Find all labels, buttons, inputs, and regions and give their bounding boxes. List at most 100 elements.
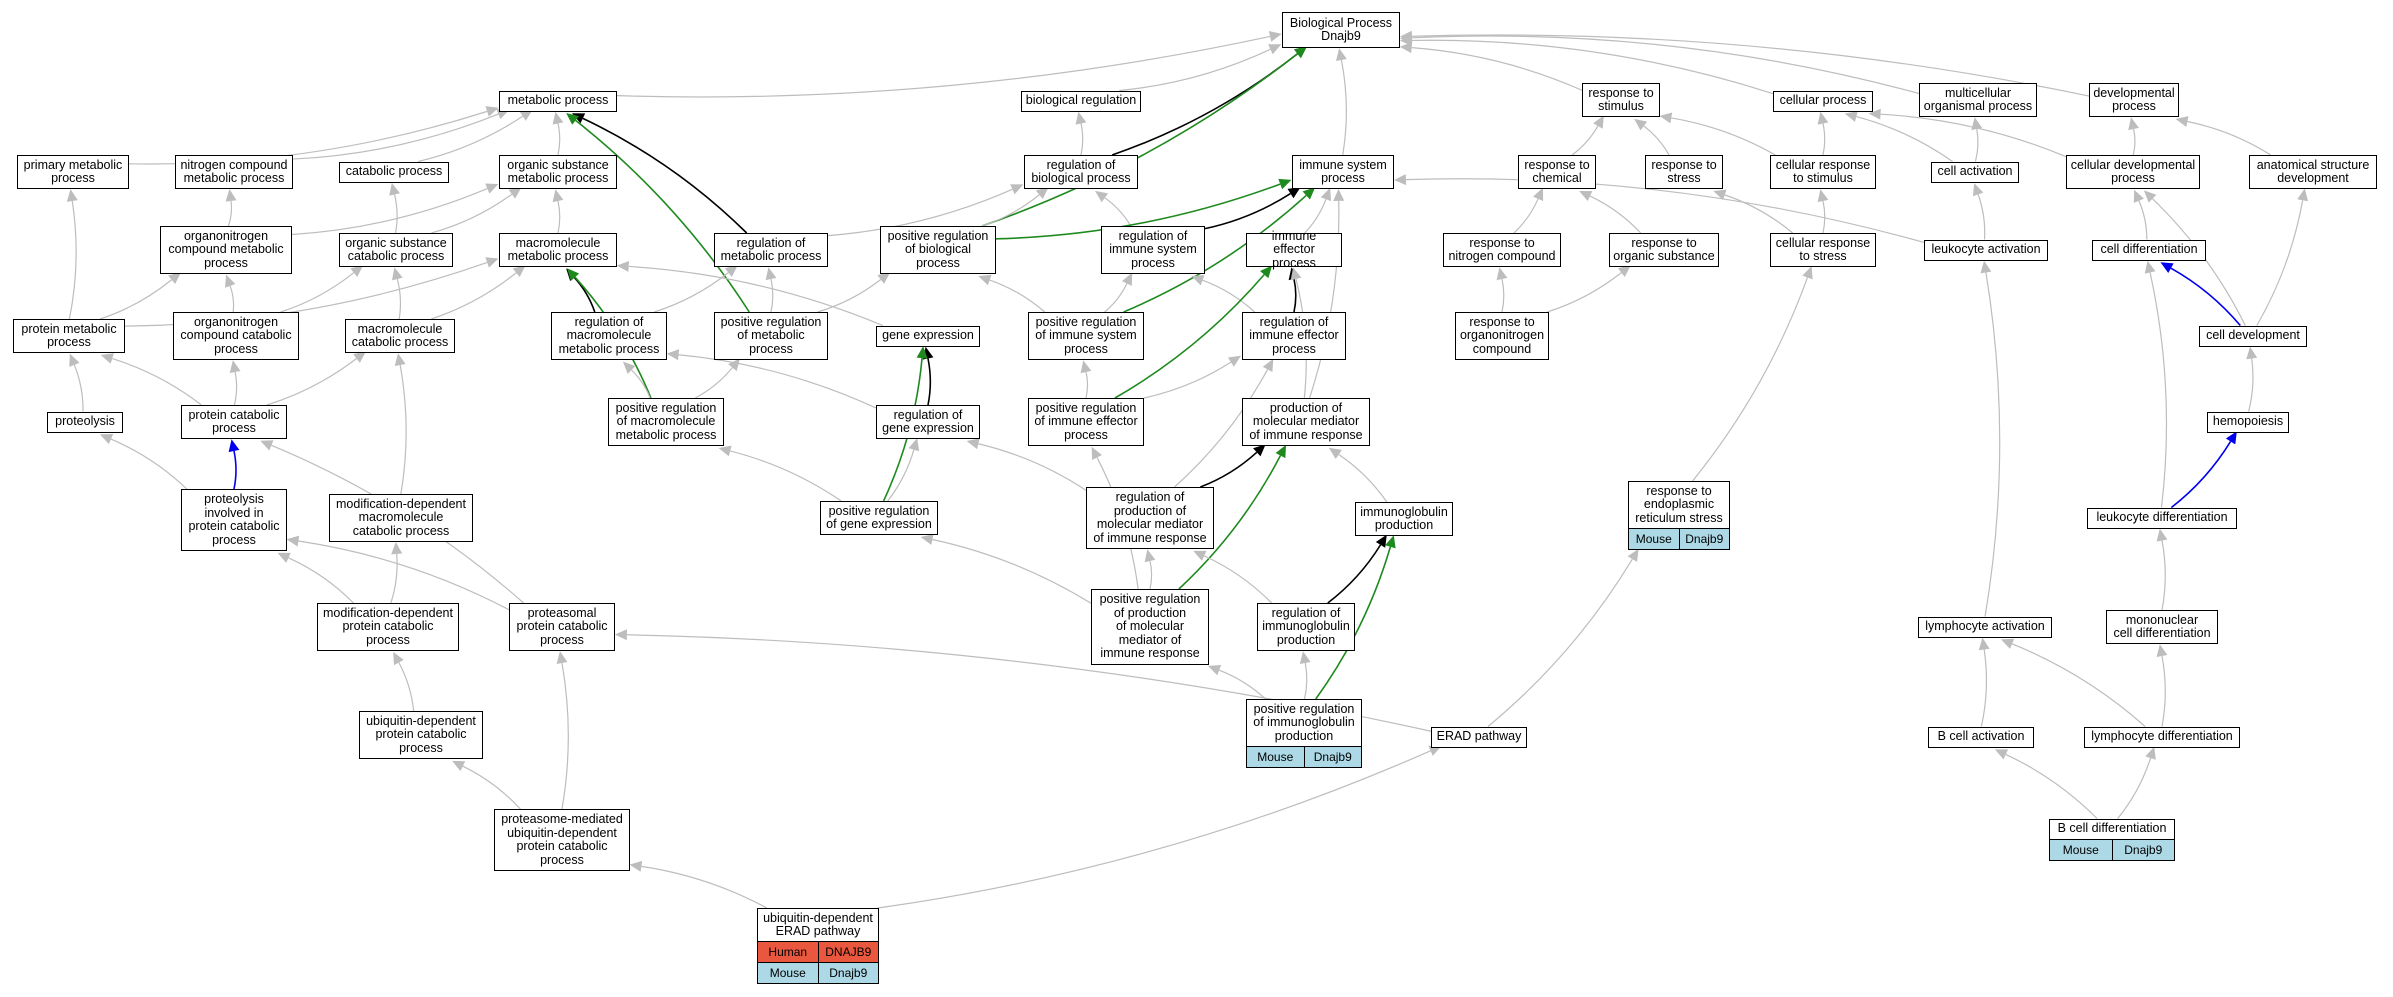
go-term-regulation-of-immune-system-process[interactable]: regulation of immune system process [1101, 226, 1205, 274]
edge-arrowhead [286, 535, 300, 547]
go-term-b-cell-activation[interactable]: B cell activation [1928, 726, 2034, 748]
go-term-immune-system-process[interactable]: immune system process [1292, 155, 1394, 189]
edge-is-a [431, 272, 517, 320]
edge-is-a [631, 369, 651, 399]
edge-arrowhead [916, 346, 928, 359]
go-term-developmental-process[interactable]: developmental process [2089, 83, 2179, 117]
edge-is-a [557, 200, 561, 234]
go-term-immune-effector-process[interactable]: immune effector process [1246, 229, 1342, 270]
edge-is-a [827, 188, 1013, 237]
go-term-regulation-of-metabolic-process[interactable]: regulation of metabolic process [714, 233, 828, 267]
edge-is-a [1984, 272, 2001, 617]
go-term-proteolysis-involved-in-protein-catabolic-process[interactable]: proteolysis involved in protein cataboli… [181, 489, 287, 551]
go-term-immunoglobulin-production[interactable]: immunoglobulin production [1355, 502, 1453, 536]
go-term-macromolecule-catabolic-process[interactable]: macromolecule catabolic process [345, 319, 455, 353]
go-term-proteolysis[interactable]: proteolysis [47, 411, 123, 433]
go-term-metabolic-process[interactable]: metabolic process [499, 90, 617, 112]
go-term-organic-substance-metabolic-process[interactable]: organic substance metabolic process [499, 155, 617, 189]
edge-is-a [1692, 277, 1809, 482]
edge-regulates [1327, 544, 1382, 604]
go-term-proteasomal-protein-catabolic-process[interactable]: proteasomal protein catabolic process [509, 603, 615, 651]
go-term-regulation-of-gene-expression[interactable]: regulation of gene expression [876, 405, 980, 439]
go-term-lymphocyte-differentiation[interactable]: lymphocyte differentiation [2084, 726, 2240, 748]
go-term-mononuclear-cell-differentiation[interactable]: mononuclear cell differentiation [2106, 610, 2218, 644]
edge-arrowhead [228, 439, 240, 453]
go-term-protein-metabolic-process[interactable]: protein metabolic process [13, 319, 125, 353]
edge-is-a [1104, 197, 1132, 227]
edge-regulates [573, 276, 596, 313]
go-term-organonitrogen-compound-catabolic-process[interactable]: organonitrogen compound catabolic proces… [173, 312, 299, 360]
edge-is-a [292, 113, 499, 160]
go-term-response-to-organonitrogen-compound[interactable]: response to organonitrogen compound [1455, 312, 1549, 360]
go-term-production-of-molecular-mediator-of-immune-response[interactable]: production of molecular mediator of immu… [1242, 398, 1370, 446]
go-term-response-to-stress[interactable]: response to stress [1645, 155, 1723, 189]
go-term-erad-pathway[interactable]: ERAD pathway [1431, 726, 1527, 748]
go-term-modification-dependent-protein-catabolic-process[interactable]: modification-dependent protein catabolic… [317, 603, 459, 651]
edge-is-a [1405, 178, 1925, 244]
go-term-biological-regulation[interactable]: biological regulation [1021, 90, 1141, 112]
species-label: Mouse [1257, 750, 1294, 764]
go-term-positive-regulation-of-immune-system-process[interactable]: positive regulation of immune system pro… [1028, 312, 1144, 360]
go-term-nitrogen-compound-metabolic-process[interactable]: nitrogen compound metabolic process [175, 155, 293, 189]
go-term-cellular-developmental-process[interactable]: cellular developmental process [2066, 155, 2200, 189]
edge-is-a [1974, 128, 1979, 162]
go-term-response-to-stimulus[interactable]: response to stimulus [1582, 83, 1660, 117]
go-term-positive-regulation-of-macromolecule-metabolic-process[interactable]: positive regulation of macromolecule met… [608, 398, 724, 446]
edge-arrowhead [350, 265, 364, 277]
go-term-cellular-response-to-stress[interactable]: cellular response to stress [1770, 233, 1876, 267]
go-term-organonitrogen-compound-metabolic-process[interactable]: organonitrogen compound metabolic proces… [160, 226, 292, 274]
go-term-regulation-of-biological-process[interactable]: regulation of biological process [1024, 155, 1138, 189]
go-term-ubiquitin-dependent-protein-catabolic-process[interactable]: ubiquitin-dependent protein catabolic pr… [359, 711, 483, 759]
go-term-response-to-nitrogen-compound[interactable]: response to nitrogen compound [1443, 233, 1561, 267]
edge-arrowhead [1496, 267, 1508, 281]
go-term-protein-catabolic-process[interactable]: protein catabolic process [181, 405, 287, 439]
go-term-cell-development[interactable]: cell development [2199, 325, 2307, 347]
species-label: Mouse [1635, 532, 1672, 546]
go-term-leukocyte-differentiation[interactable]: leukocyte differentiation [2087, 507, 2237, 529]
go-term-leukocyte-activation[interactable]: leukocyte activation [1924, 239, 2048, 261]
go-term-multicellular-organismal-process[interactable]: multicellular organismal process [1919, 83, 2037, 117]
go-term-catabolic-process[interactable]: catabolic process [339, 161, 449, 183]
edge-arrowhead [1617, 265, 1631, 277]
go-term-positive-regulation-of-immune-effector-process[interactable]: positive regulation of immune effector p… [1028, 398, 1144, 446]
edge-arrowhead [1290, 267, 1302, 281]
go-term-regulation-of-macromolecule-metabolic-process[interactable]: regulation of macromolecule metabolic pr… [551, 312, 667, 360]
edge-arrowhead [1978, 637, 1990, 651]
go-term-positive-regulation-of-gene-expression[interactable]: positive regulation of gene expression [820, 501, 938, 535]
go-term-response-to-organic-substance[interactable]: response to organic substance [1609, 233, 1719, 267]
go-term-positive-regulation-of-metabolic-process[interactable]: positive regulation of metabolic process [714, 312, 828, 360]
go-term-response-to-chemical[interactable]: response to chemical [1518, 155, 1596, 189]
go-term-macromolecule-metabolic-process[interactable]: macromolecule metabolic process [499, 233, 617, 267]
go-term-positive-regulation-of-production-of-molecular-mediator-of-immune-response[interactable]: positive regulation of production of mol… [1091, 589, 1209, 665]
go-term-proteasome-mediated-ubiquitin-dependent-protein-catabolic-process[interactable]: proteasome-mediated ubiquitin-dependent … [494, 809, 630, 871]
go-term-positive-regulation-of-immunoglobulin-production[interactable]: positive regulation of immunoglobulin pr… [1246, 699, 1362, 747]
go-term-organic-substance-catabolic-process[interactable]: organic substance catabolic process [339, 233, 453, 267]
go-term-response-to-endoplasmic-reticulum-stress[interactable]: response to endoplasmic reticulum stress [1628, 481, 1730, 529]
edge-arrowhead [1268, 31, 1282, 42]
go-term-biological-process-dnajb9[interactable]: Biological Process Dnajb9 [1282, 12, 1400, 48]
edge-arrowhead [920, 534, 934, 545]
go-term-modification-dependent-macromolecule-catabolic-process[interactable]: modification-dependent macromolecule cat… [329, 494, 473, 542]
go-term-regulation-of-immunoglobulin-production[interactable]: regulation of immunoglobulin production [1257, 603, 1355, 651]
go-term-cell-differentiation[interactable]: cell differentiation [2092, 239, 2206, 261]
go-term-cellular-process[interactable]: cellular process [1773, 90, 1873, 112]
go-term-hemopoiesis[interactable]: hemopoiesis [2207, 411, 2289, 433]
edge-arrowhead [1080, 360, 1092, 374]
edge-arrowhead [2160, 262, 2174, 273]
go-term-b-cell-differentiation[interactable]: B cell differentiation [2049, 818, 2175, 840]
go-term-anatomical-structure-development[interactable]: anatomical structure development [2249, 155, 2377, 189]
edge-arrowhead [1634, 118, 1648, 131]
go-term-cell-activation[interactable]: cell activation [1931, 161, 2019, 183]
go-term-regulation-of-immune-effector-process[interactable]: regulation of immune effector process [1242, 312, 1346, 360]
edge-arrowhead [1268, 44, 1282, 55]
go-term-cellular-response-to-stimulus[interactable]: cellular response to stimulus [1770, 155, 1876, 189]
edge-is-a [1643, 125, 1670, 156]
edge-is-a [730, 450, 842, 502]
edge-regulates [1204, 192, 1291, 230]
go-term-ubiquitin-dependent-erad-pathway[interactable]: ubiquitin-dependent ERAD pathway [757, 908, 879, 942]
go-term-gene-expression[interactable]: gene expression [876, 325, 980, 347]
go-term-lymphocyte-activation[interactable]: lymphocyte activation [1918, 616, 2052, 638]
go-term-regulation-of-production-of-molecular-mediator-of-immune-response[interactable]: regulation of production of molecular me… [1086, 487, 1214, 549]
go-term-positive-regulation-of-biological-process[interactable]: positive regulation of biological proces… [880, 226, 996, 274]
go-term-primary-metabolic-process[interactable]: primary metabolic process [17, 155, 129, 189]
